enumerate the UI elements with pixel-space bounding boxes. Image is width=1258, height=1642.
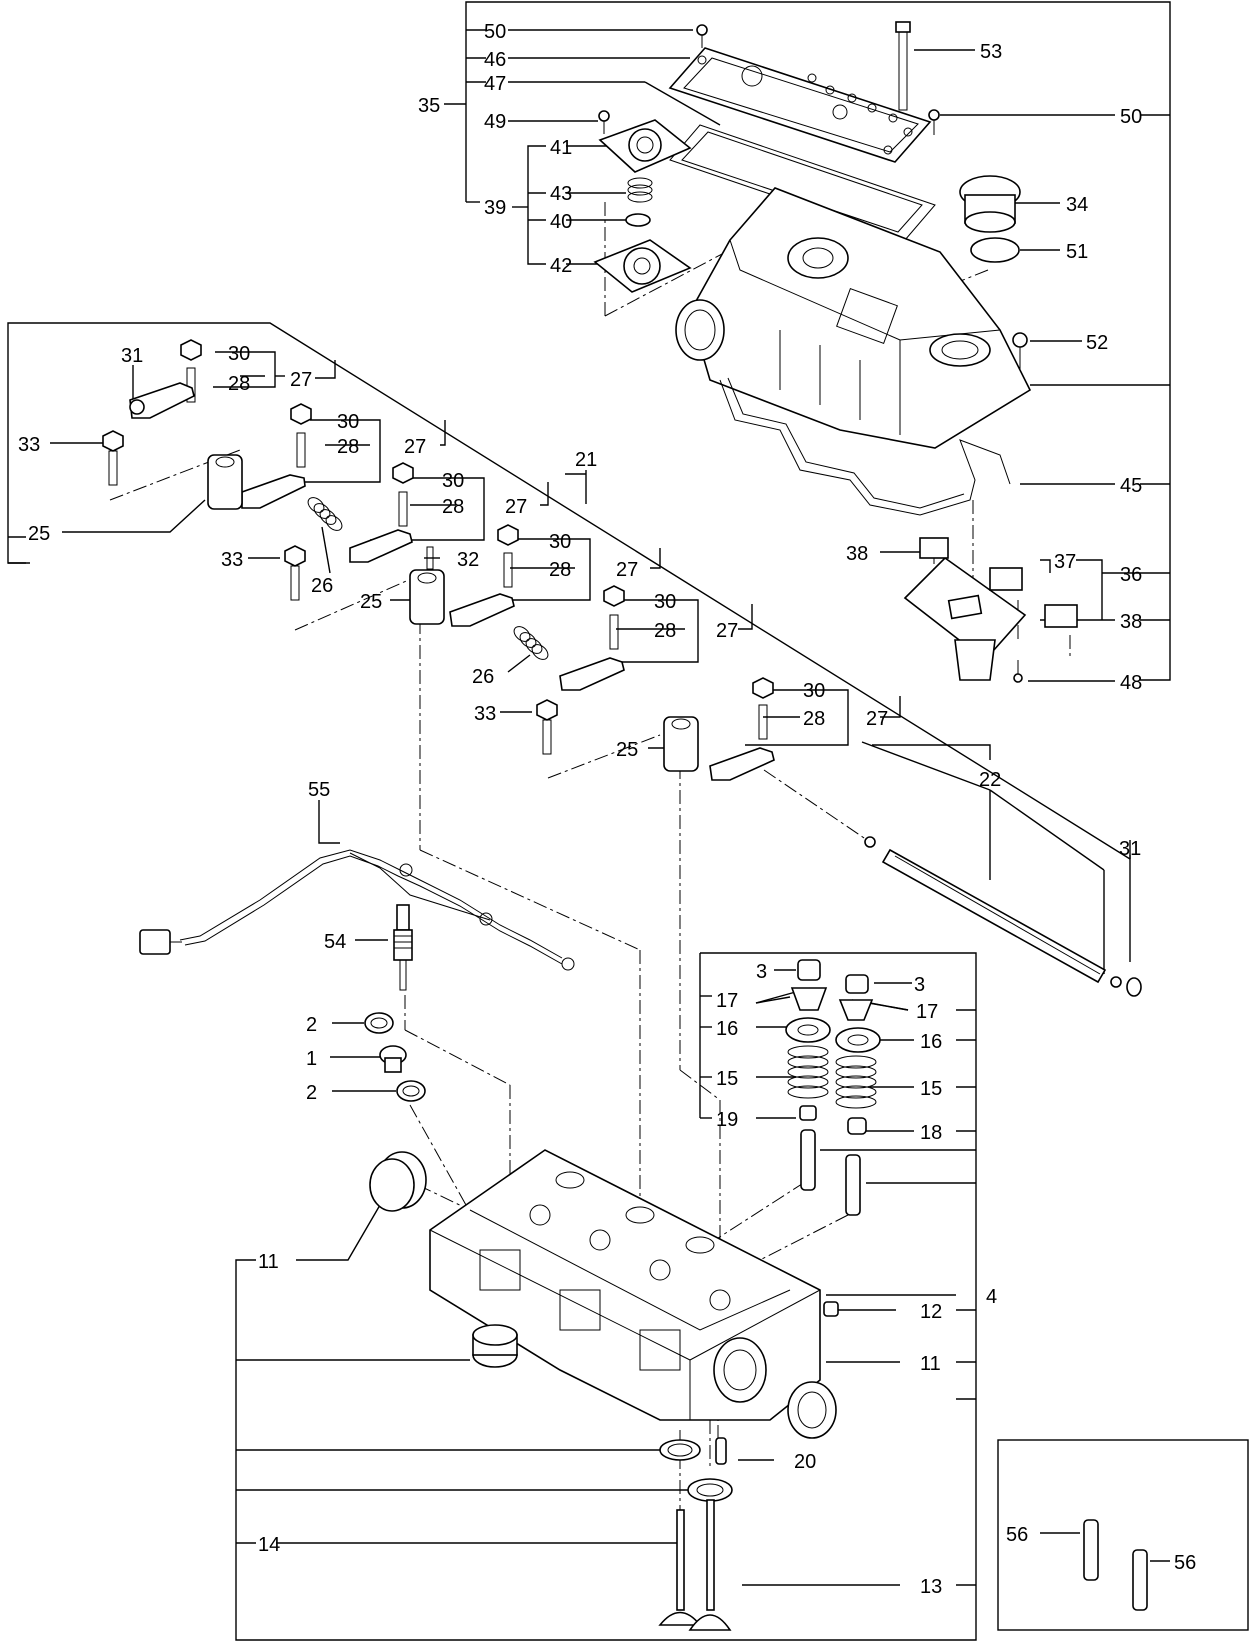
callout-3-left: 3	[756, 961, 767, 983]
callout-27-e: 27	[716, 620, 738, 642]
callout-26-b: 26	[472, 666, 494, 688]
callout-4: 4	[986, 1286, 997, 1308]
callout-56-right: 56	[1174, 1552, 1196, 1574]
callout-17-left: 17	[716, 990, 738, 1012]
callout-33-b: 33	[221, 549, 243, 571]
callout-51: 51	[1066, 241, 1088, 263]
callout-38-right: 38	[1120, 611, 1142, 633]
callout-18: 18	[920, 1122, 942, 1144]
callout-50-right: 50	[1120, 106, 1142, 128]
callout-52: 52	[1086, 332, 1108, 354]
callout-30-d: 30	[549, 531, 571, 553]
cylinder-head	[369, 1149, 839, 1631]
callout-28-e: 28	[654, 620, 676, 642]
callout-55: 55	[308, 779, 330, 801]
callout-27-f: 27	[866, 708, 888, 730]
callout-27-a: 27	[290, 369, 312, 391]
rocker-shaft-assembly	[102, 339, 1142, 997]
callout-41: 41	[550, 137, 572, 159]
callout-45: 45	[1120, 475, 1142, 497]
callout-30-a: 30	[228, 343, 250, 365]
valve-train	[785, 959, 881, 1216]
callout-15-left: 15	[716, 1068, 738, 1090]
callout-11-right: 11	[920, 1353, 941, 1375]
callout-25-b: 25	[360, 591, 382, 613]
callout-47: 47	[484, 73, 506, 95]
callout-19: 19	[716, 1109, 738, 1131]
callout-14: 14	[258, 1534, 280, 1556]
service-guides-56	[1083, 1519, 1148, 1611]
callout-28-d: 28	[549, 559, 571, 581]
callout-20: 20	[794, 1451, 816, 1473]
callout-15-right: 15	[920, 1078, 942, 1100]
callout-28-b: 28	[337, 436, 359, 458]
callout-50-top: 50	[484, 21, 506, 43]
callout-1: 1	[306, 1048, 317, 1070]
callout-31-left: 31	[121, 345, 143, 367]
callout-27-b: 27	[404, 436, 426, 458]
callout-56-left: 56	[1006, 1524, 1028, 1546]
callout-53: 53	[980, 41, 1002, 63]
callout-54: 54	[324, 931, 346, 953]
callout-21: 21	[575, 449, 597, 471]
group-brackets	[7, 1, 1249, 1641]
callout-25-c: 25	[616, 739, 638, 761]
callout-12: 12	[920, 1301, 942, 1323]
callout-39: 39	[484, 197, 506, 219]
callout-2-top: 2	[306, 1014, 317, 1036]
glow-plug-harness	[139, 849, 575, 991]
callout-17-right: 17	[916, 1001, 938, 1023]
callout-40: 40	[550, 211, 572, 233]
callout-33-c: 33	[474, 703, 496, 725]
callout-30-f: 30	[803, 680, 825, 702]
callout-3-right: 3	[914, 974, 925, 996]
callout-26-a: 26	[311, 575, 333, 597]
callout-48: 48	[1120, 672, 1142, 694]
callout-42: 42	[550, 255, 572, 277]
callout-37: 37	[1054, 551, 1076, 573]
callout-46: 46	[484, 49, 506, 71]
callout-16-left: 16	[716, 1018, 738, 1040]
leader-lines	[50, 29, 1170, 1586]
callout-33-a: 33	[18, 434, 40, 456]
callout-22: 22	[979, 769, 1001, 791]
callout-28-a: 28	[228, 373, 250, 395]
callout-35: 35	[418, 95, 440, 117]
callout-2-bottom: 2	[306, 1082, 317, 1104]
callout-labels: 50 46 47 35 49 41 43 39 40 42 53 50 34 5…	[18, 21, 1196, 1598]
callout-31-right: 31	[1119, 838, 1141, 860]
callout-32: 32	[457, 549, 479, 571]
seals-1-2	[364, 1012, 426, 1102]
callout-38-left: 38	[846, 543, 868, 565]
callout-16-right: 16	[920, 1031, 942, 1053]
callout-30-b: 30	[337, 411, 359, 433]
callout-27-c: 27	[505, 496, 527, 518]
callout-49: 49	[484, 111, 506, 133]
callout-30-e: 30	[654, 591, 676, 613]
callout-34: 34	[1066, 194, 1088, 216]
callout-25-a: 25	[28, 523, 50, 545]
rocker-cover-assembly	[593, 21, 1078, 683]
callout-36: 36	[1120, 564, 1142, 586]
callout-28-c: 28	[442, 496, 464, 518]
callout-11-left: 11	[258, 1251, 279, 1273]
callout-30-c: 30	[442, 470, 464, 492]
callout-13: 13	[920, 1576, 942, 1598]
callout-27-d: 27	[616, 559, 638, 581]
callout-28-f: 28	[803, 708, 825, 730]
callout-43: 43	[550, 183, 572, 205]
